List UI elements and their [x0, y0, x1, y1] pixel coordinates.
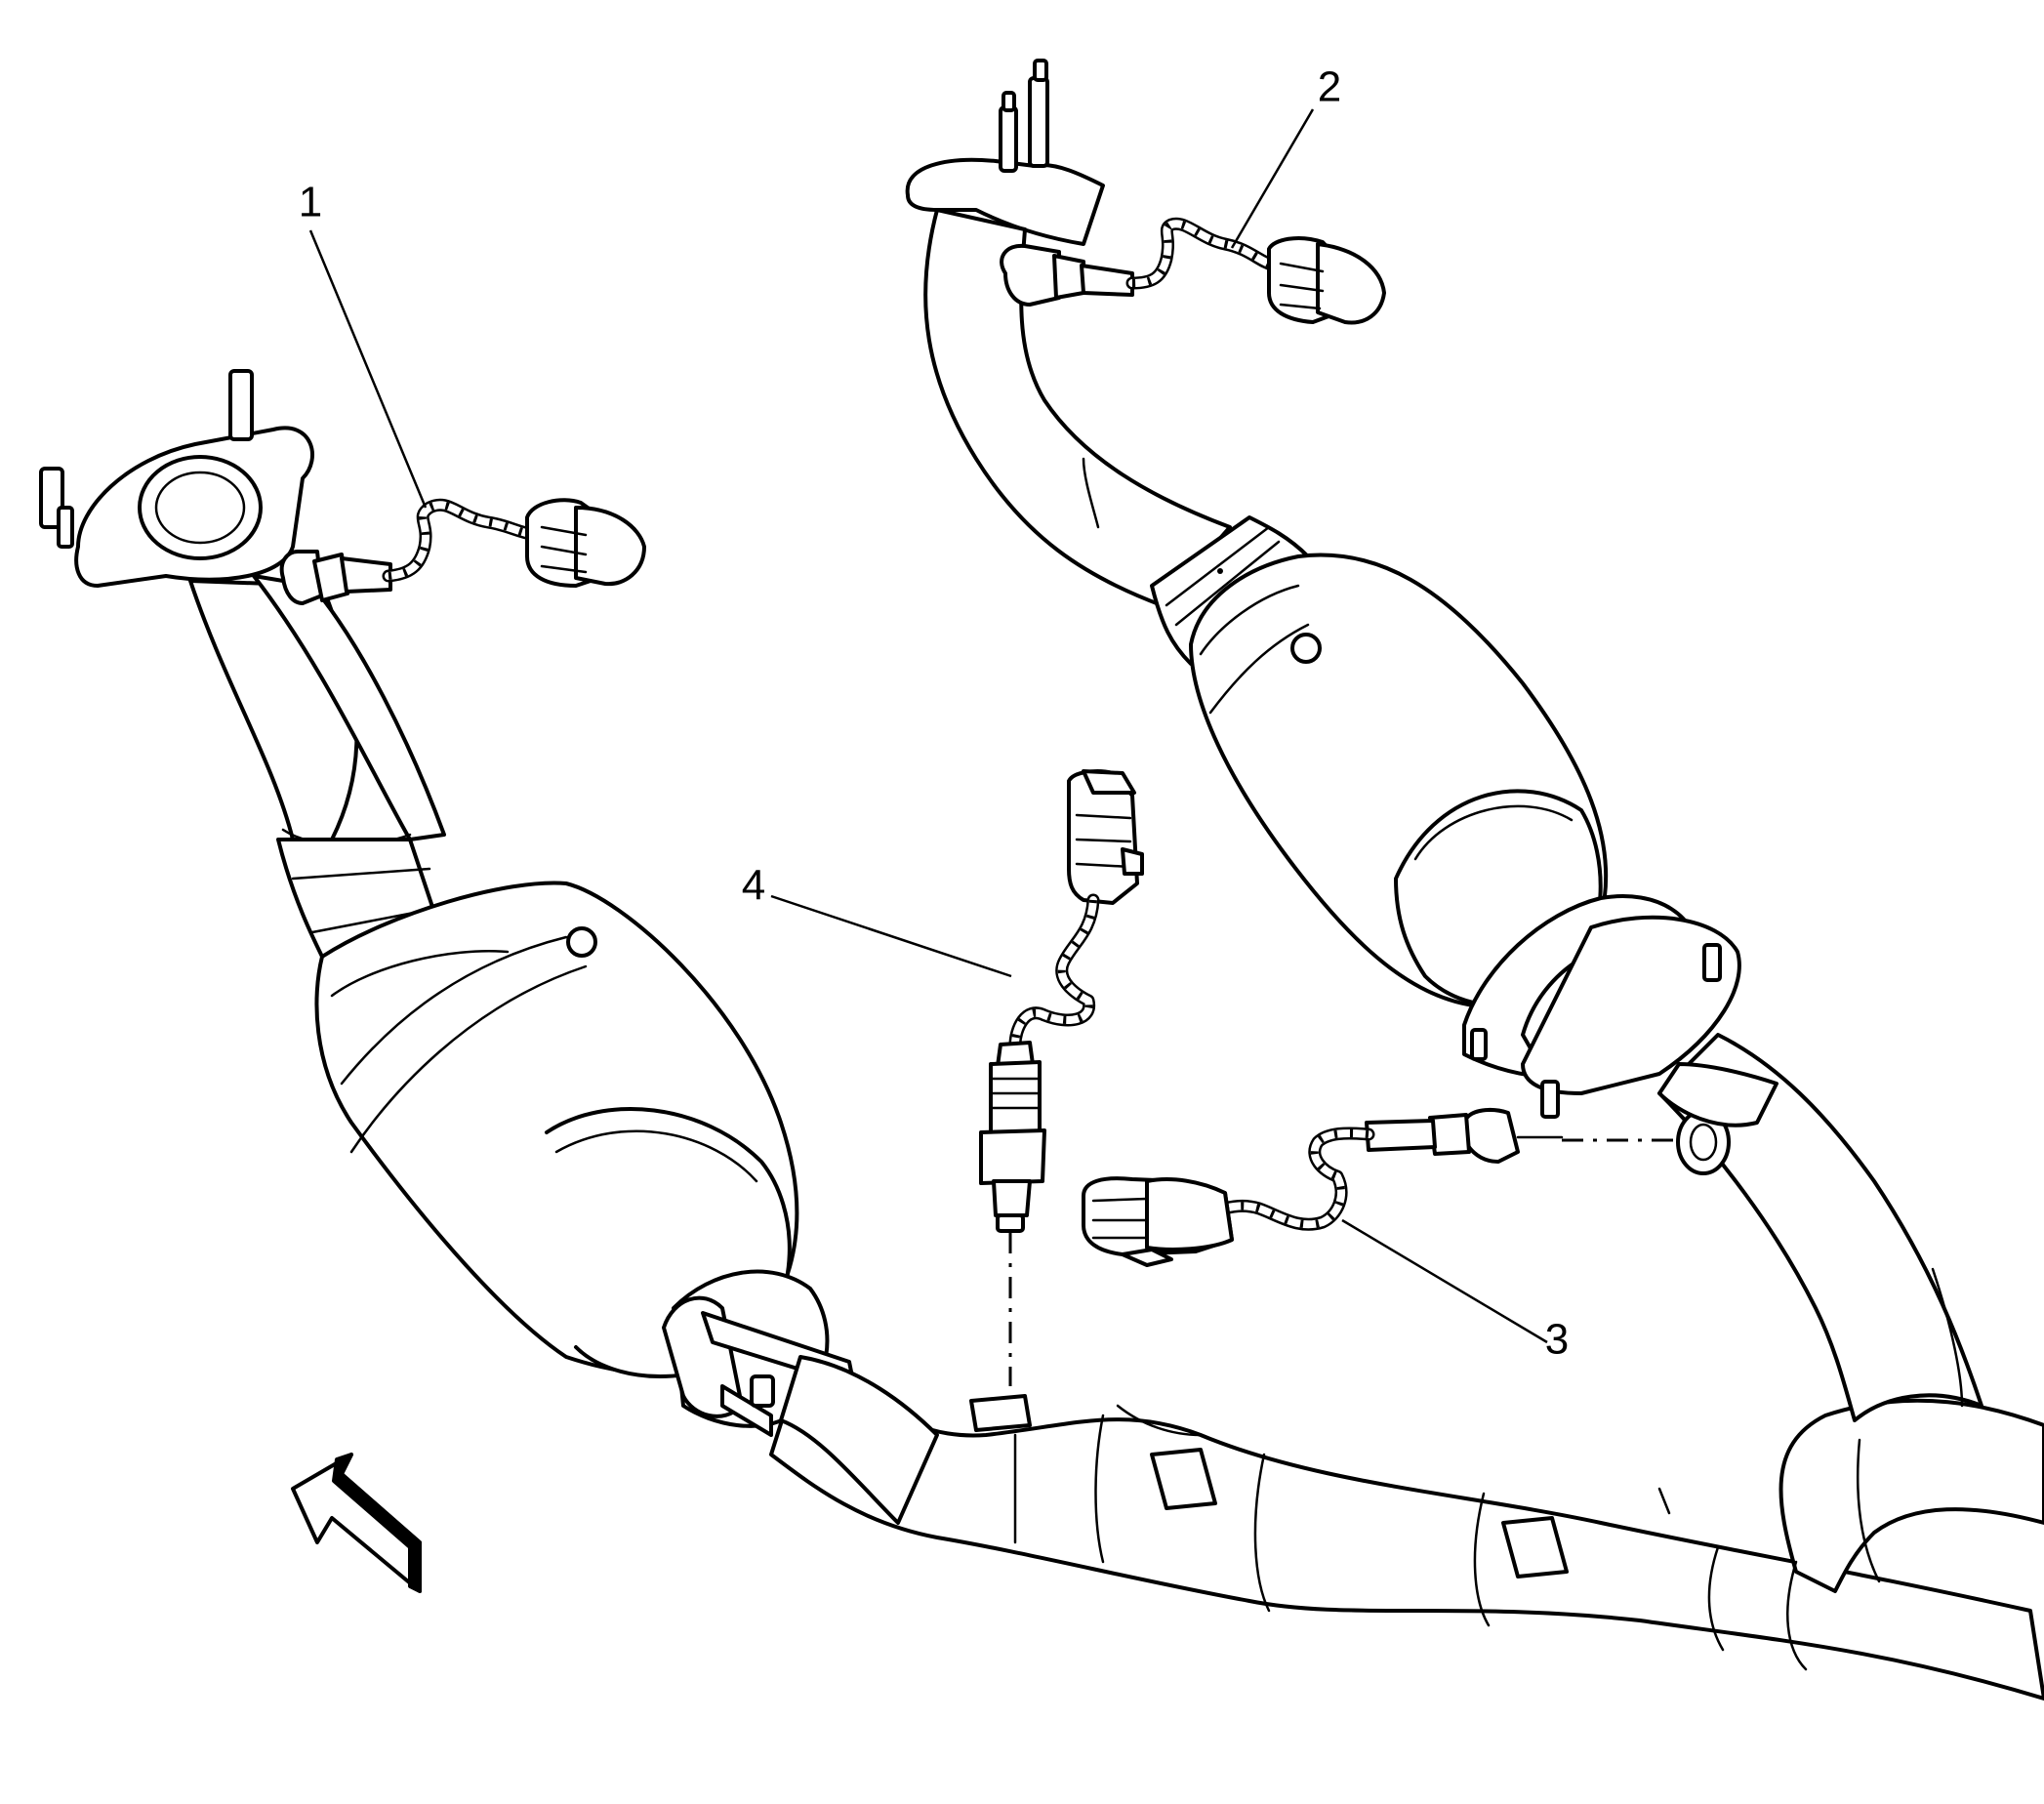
- oxygen-sensor-3: [1082, 1108, 1679, 1267]
- leader-lines: [308, 108, 1548, 1344]
- leader-2: [1230, 108, 1315, 249]
- callout-1: 1: [299, 179, 322, 226]
- leader-3: [1341, 1218, 1548, 1344]
- right-catalytic-converter: [905, 59, 1778, 1175]
- callout-3: 3: [1545, 1316, 1569, 1364]
- callout-4: 4: [742, 862, 765, 910]
- oxygen-sensor-4: [979, 769, 1144, 1386]
- oxygen-sensor-2: [1000, 217, 1386, 325]
- callout-2: 2: [1318, 63, 1341, 111]
- exhaust-y-pipe: [769, 1033, 2044, 1701]
- left-catalytic-converter: [39, 369, 939, 1525]
- oxygen-sensor-1: [279, 498, 646, 605]
- front-direction-arrow-icon: [291, 1453, 422, 1593]
- leader-1: [308, 229, 428, 509]
- leader-4: [770, 894, 1012, 978]
